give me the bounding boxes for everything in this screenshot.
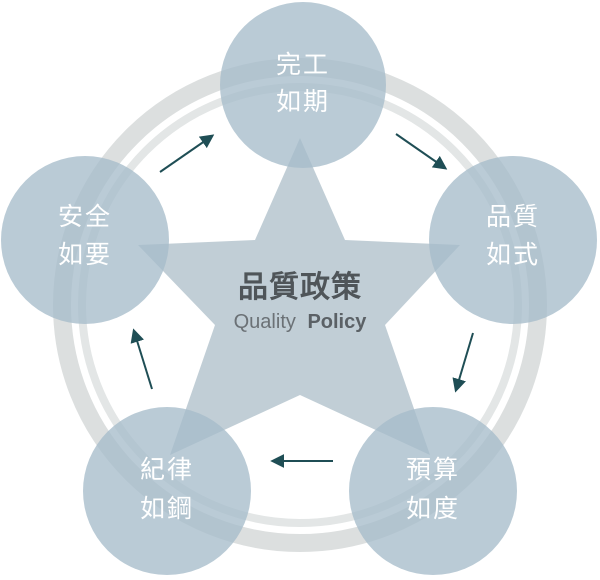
node-top-circle: [220, 2, 386, 168]
center-subtitle: Quality Policy: [234, 311, 368, 333]
center-subtitle-bold: Policy: [307, 311, 367, 333]
node-bottom-right-line2: 如度: [406, 494, 460, 523]
node-right-line2: 如式: [486, 240, 540, 269]
node-bottom-left: 紀律 如鋼: [83, 407, 251, 575]
node-left: 安全 如要: [1, 156, 169, 324]
node-top-line2: 如期: [276, 87, 330, 116]
arrow-left-to-top: [159, 134, 215, 173]
center-title: 品質政策: [238, 270, 362, 305]
arrow-right-to-bottom-right: [452, 332, 474, 393]
node-right-circle: [429, 156, 597, 324]
node-bottom-left-circle: [83, 407, 251, 575]
arrow-bottom-left-to-left: [130, 328, 153, 390]
node-bottom-right: 預算 如度: [349, 407, 517, 575]
node-bottom-left-line2: 如鋼: [140, 494, 194, 523]
center-subtitle-light: Quality: [234, 311, 296, 333]
center-star: [138, 138, 460, 455]
node-top: 完工 如期: [220, 2, 386, 168]
node-left-circle: [1, 156, 169, 324]
node-bottom-left-line1: 紀律: [140, 455, 194, 484]
node-bottom-right-circle: [349, 407, 517, 575]
node-left-line1: 安全: [58, 202, 112, 231]
node-bottom-right-line1: 預算: [406, 455, 460, 484]
node-right-line1: 品質: [486, 202, 540, 231]
node-right: 品質 如式: [429, 156, 597, 324]
arrow-top-to-right: [395, 133, 448, 170]
node-left-line2: 如要: [58, 240, 112, 269]
node-top-line1: 完工: [276, 50, 330, 79]
